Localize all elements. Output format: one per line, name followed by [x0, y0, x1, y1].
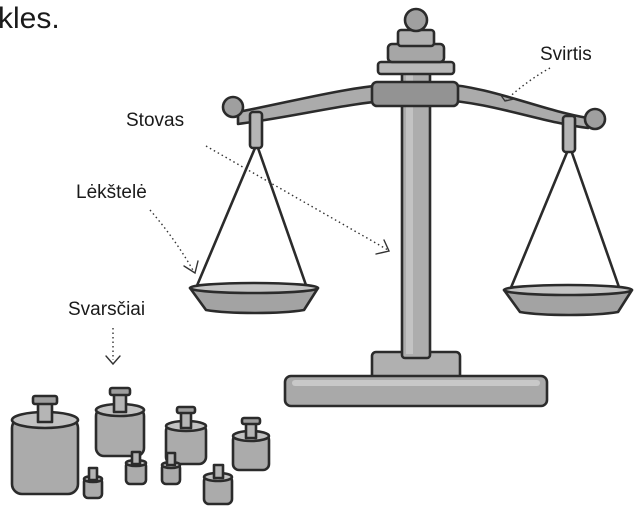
right-pan-strings: [508, 148, 622, 292]
arrowhead-pan: [183, 260, 199, 275]
label-beam: Svirtis: [540, 44, 592, 65]
label-pan: Lėkštelė: [76, 182, 147, 203]
weight-small-2: [160, 451, 182, 486]
arrowhead-beam: [499, 93, 515, 102]
left-pan: [188, 281, 320, 315]
scale-base: [283, 350, 549, 408]
label-stand: Stovas: [126, 110, 184, 131]
right-pan: [502, 283, 634, 317]
label-weights: Svarsčiai: [68, 299, 145, 320]
weights-set: [10, 386, 271, 506]
weight-large: [10, 394, 80, 496]
arrowhead-stand: [375, 239, 390, 255]
scale-stand: [370, 7, 460, 360]
leader-stand: [205, 145, 389, 251]
leader-beam: [505, 67, 551, 101]
weight-small-4: [82, 466, 104, 500]
arrowhead-weights: [105, 355, 121, 366]
weight-medium-1: [94, 386, 146, 458]
title-fragment: kles.: [0, 2, 60, 35]
weight-small-3: [202, 463, 234, 506]
balance-scale: [188, 7, 634, 408]
left-pan-strings: [194, 146, 309, 290]
weight-medium-3: [231, 416, 271, 472]
leader-pan: [149, 209, 195, 273]
weight-small-1: [124, 450, 148, 486]
